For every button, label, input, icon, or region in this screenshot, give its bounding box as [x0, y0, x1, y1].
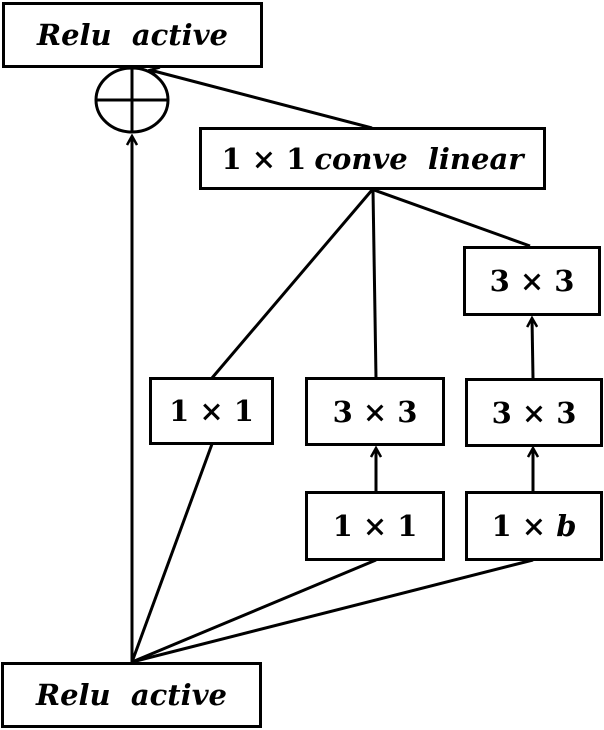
bottom-relu-box: Relu active [1, 662, 262, 728]
linear-to-add-arrow [150, 70, 373, 130]
branch2-conv-top-box: 3 × 3 [305, 377, 445, 446]
top-relu-box: Relu active [2, 2, 263, 68]
add-operator-icon [94, 66, 170, 134]
branch1-conv-box: 1 × 1 [149, 377, 274, 445]
branch3-upper-arrow [532, 318, 533, 379]
branch3-conv-bottom-var: b [556, 509, 577, 543]
branch3-conv-bottom-box: 1 × b [465, 491, 603, 561]
branch3-conv-top-box: 3 × 3 [463, 246, 601, 316]
linear-conv-label: conve linear [314, 141, 524, 176]
branch3-conv-bottom-size: 1 × [491, 509, 557, 543]
branch2-to-linear-line [371, 189, 378, 379]
linear-conv-size: 1 × 1 [221, 141, 307, 176]
relu-to-branch1-line [130, 443, 214, 663]
branch3-conv-mid-box: 3 × 3 [465, 378, 603, 447]
branch1-to-linear-line [210, 189, 374, 379]
relu-to-branch3-line [131, 558, 534, 664]
relu-to-branch2-line [131, 558, 377, 664]
branch3-to-linear-line [373, 188, 531, 248]
branch2-conv-bottom-box: 1 × 1 [305, 491, 445, 561]
